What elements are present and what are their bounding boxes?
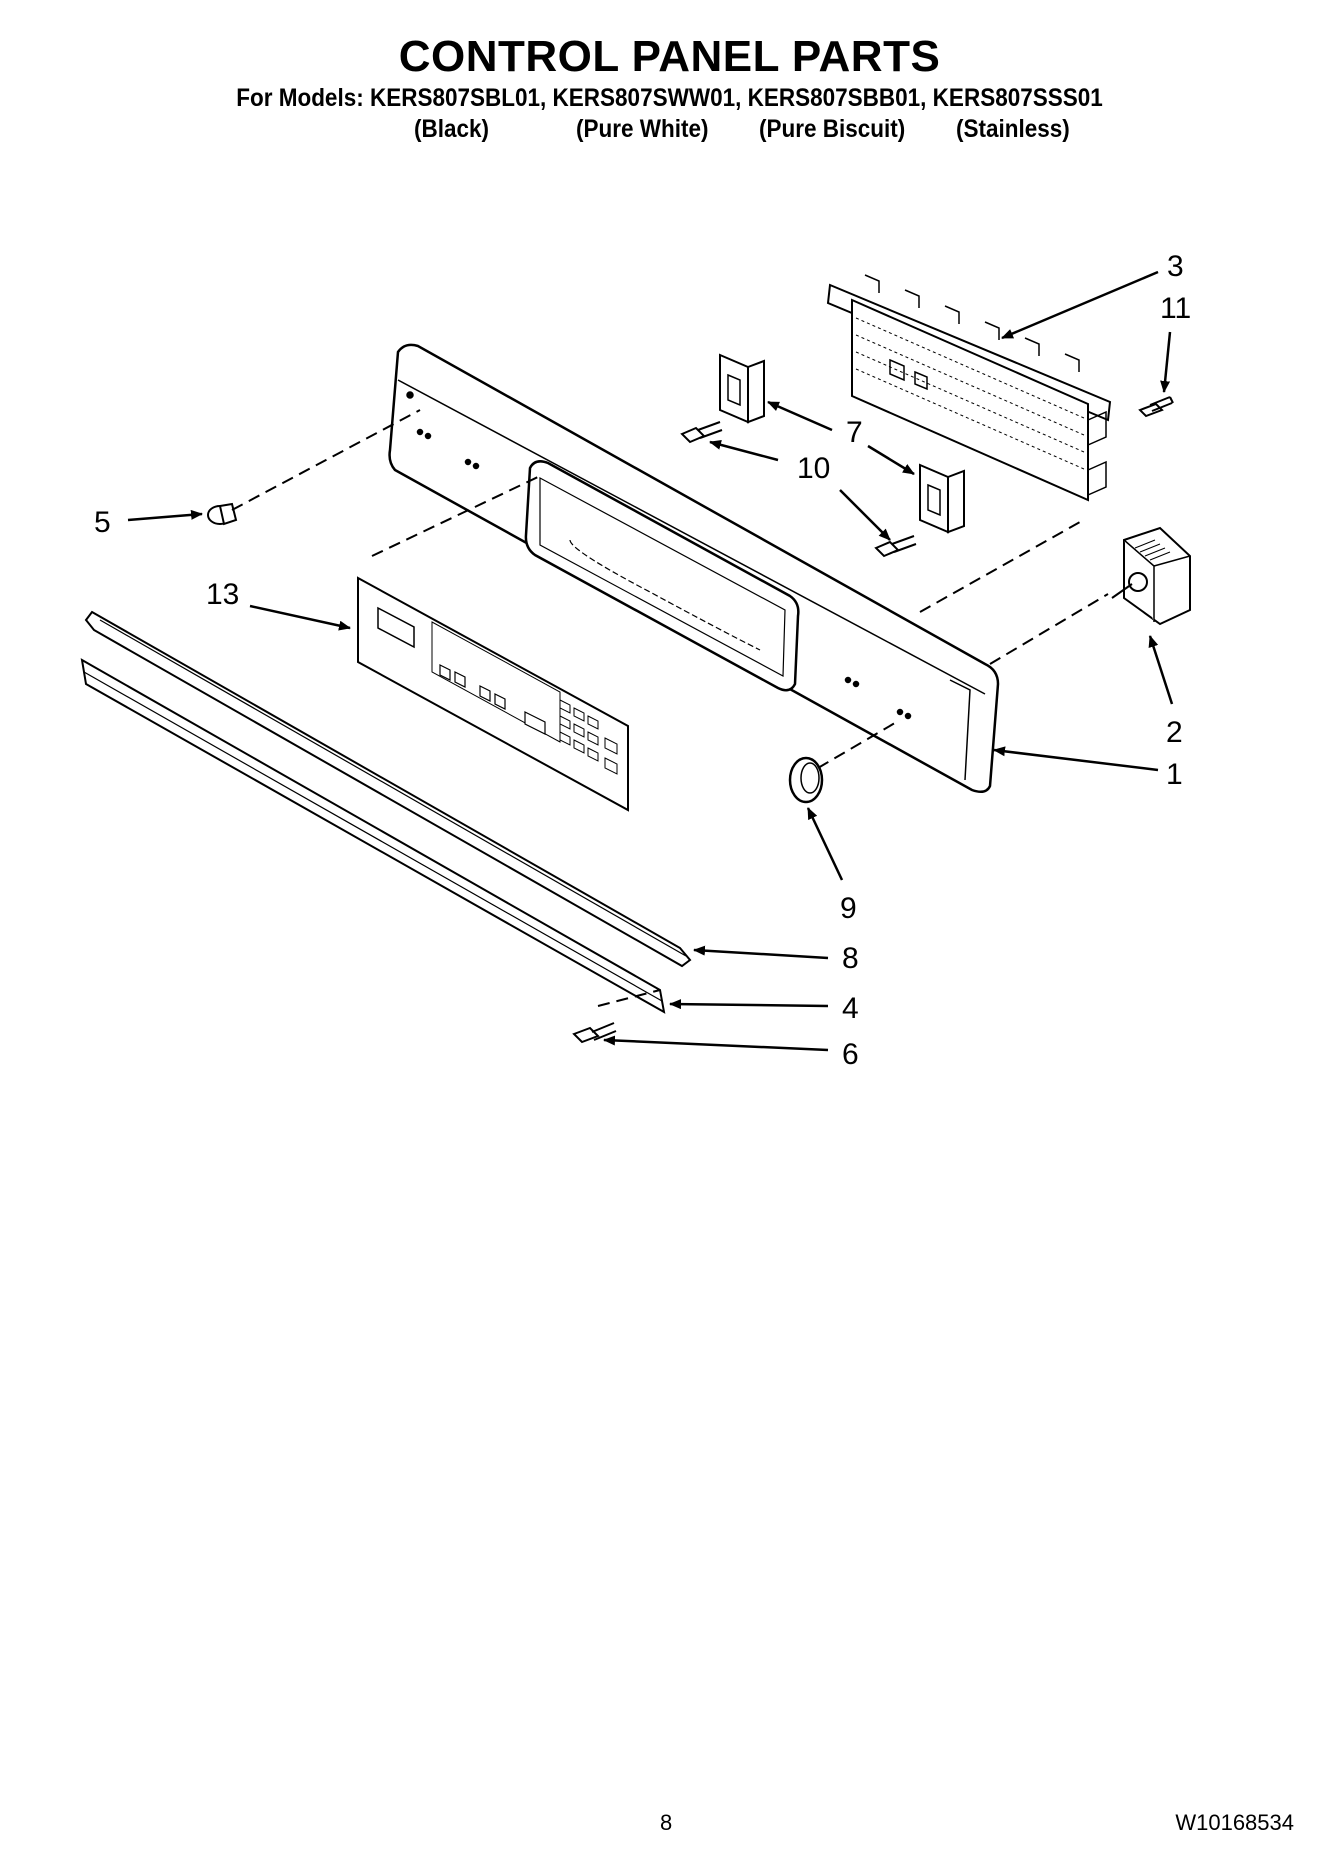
leader-arrow-1: [993, 746, 1159, 772]
leader-arrow-10a: [709, 439, 779, 462]
leader-arrow-8: [693, 945, 829, 960]
page-title: CONTROL PANEL PARTS: [398, 32, 941, 81]
variant-stainless: (Stainless): [956, 115, 1070, 143]
control-panel-console-part: [388, 343, 1000, 794]
callout-2: 2: [1166, 716, 1183, 749]
callout-13: 13: [206, 578, 239, 611]
leader-arrow-3: [1001, 270, 1159, 340]
leader-arrow-10b: [839, 489, 891, 541]
leader-arrow-13: [249, 604, 351, 631]
bracket-7-lower-part: [919, 463, 965, 534]
leader-arrow-4: [669, 999, 829, 1010]
callout-5: 5: [94, 506, 111, 539]
leader-arrow-6: [603, 1035, 829, 1052]
control-overlay-part: [357, 576, 629, 812]
callout-11: 11: [1160, 292, 1191, 325]
callout-4: 4: [842, 992, 859, 1025]
bracket-7-upper-part: [719, 353, 765, 424]
screw-10-lower-part: [874, 535, 917, 558]
variant-pure-biscuit: (Pure Biscuit): [759, 115, 906, 143]
screw-11-part: [1138, 396, 1174, 418]
callout-9: 9: [840, 892, 857, 925]
callout-8: 8: [842, 942, 859, 975]
callout-7: 7: [846, 416, 863, 449]
assembly-lines: [231, 409, 1109, 1007]
document-number: W10168534: [1175, 1810, 1294, 1835]
leader-arrow-7a: [767, 400, 833, 432]
leader-arrow-11: [1160, 331, 1172, 393]
variant-pure-white: (Pure White): [576, 115, 709, 143]
screw-6-part: [572, 1022, 617, 1044]
variant-black: (Black): [414, 115, 490, 143]
callout-6: 6: [842, 1038, 859, 1071]
callout-3: 3: [1167, 250, 1184, 283]
leader-arrow-5: [127, 509, 203, 522]
models-line: For Models: KERS807SBL01, KERS807SWW01, …: [236, 84, 1103, 112]
screw-10-upper-part: [680, 421, 723, 444]
switch-2-part: [1111, 526, 1191, 626]
trim-strip-part: [84, 610, 692, 968]
knob-9-part: [788, 756, 824, 804]
leader-arrow-2: [1148, 635, 1174, 705]
callout-10: 10: [797, 452, 830, 485]
leader-arrow-9: [806, 807, 844, 881]
leader-arrow-7b: [867, 444, 915, 476]
page-number: 8: [660, 1810, 673, 1835]
callout-1: 1: [1166, 758, 1183, 791]
control-board-part: [826, 274, 1112, 502]
lower-trim-part: [80, 658, 666, 1014]
leader-arrows: [127, 270, 1174, 1052]
plug-button-5-part: [207, 502, 238, 526]
